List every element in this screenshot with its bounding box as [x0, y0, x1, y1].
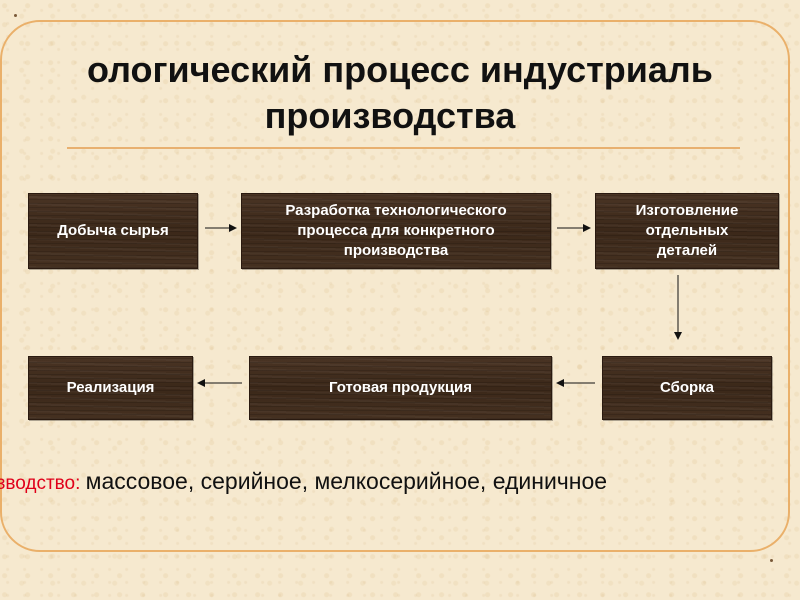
title-line-2: производства: [264, 95, 516, 136]
step-finished-product: Готовая продукция: [249, 356, 552, 420]
step-label: Готовая продукция: [328, 379, 473, 396]
slide-frame: [0, 20, 790, 552]
step-label: Сборка: [659, 379, 715, 396]
production-types-label: изводство:: [0, 473, 81, 494]
decorative-dot: [770, 559, 773, 562]
production-types-values: массовое, серийное, мелкосерийное, едини…: [85, 468, 608, 494]
slide-title: ологический процесс индустриаль производ…: [0, 46, 800, 146]
title-underline: [67, 147, 740, 149]
step-raw-materials: Добыча сырья: [28, 193, 198, 269]
title-line-1: ологический процесс индустриаль: [87, 49, 713, 90]
step-sales: Реализация: [28, 356, 193, 420]
step-assembly: Сборка: [602, 356, 772, 420]
step-label: Реализация: [66, 379, 155, 396]
decorative-dot: [14, 14, 17, 17]
step-label: Добыча сырья: [57, 222, 169, 239]
production-types: изводство: массовое, серийное, мелкосери…: [0, 468, 800, 504]
